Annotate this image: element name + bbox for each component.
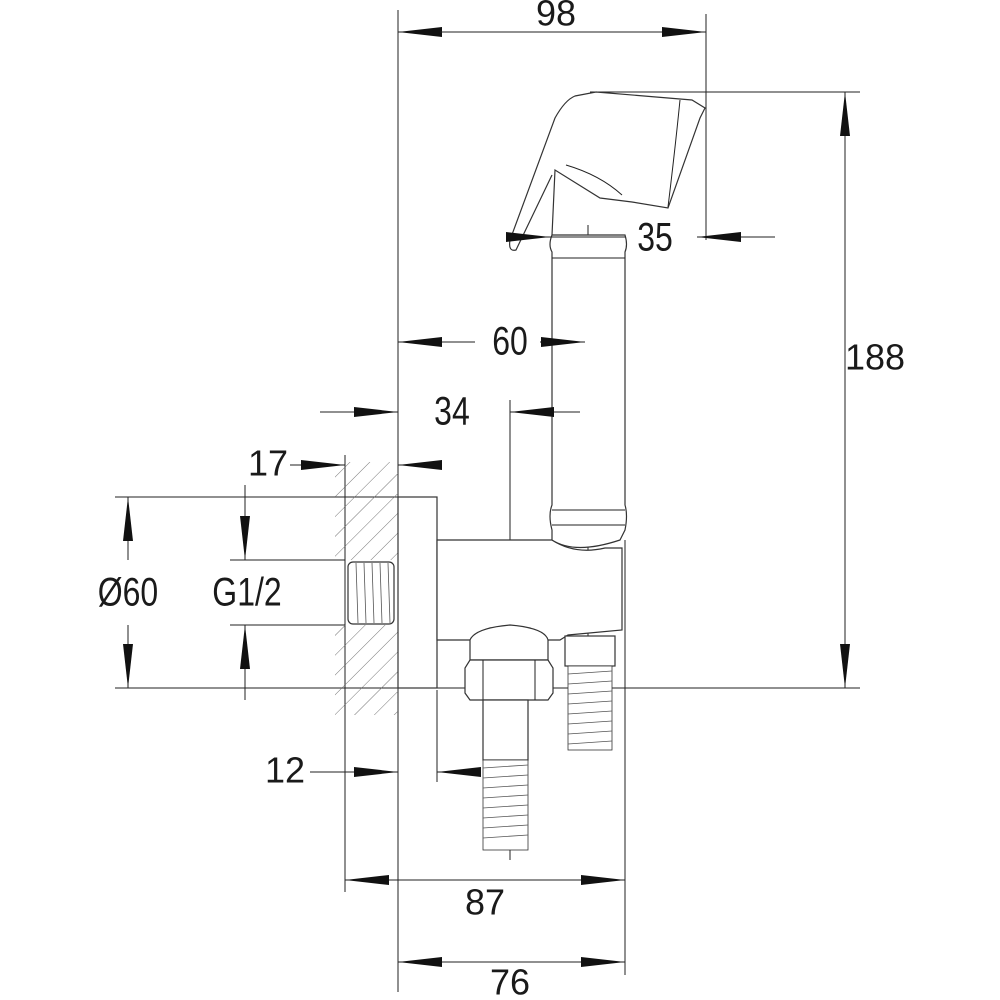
dim-87: 87 <box>465 882 505 923</box>
dim-76: 76 <box>490 962 530 1000</box>
dimension-labels: 98 188 35 60 34 17 Ø60 G1/2 12 87 76 <box>98 0 905 1000</box>
bidet-sprayer-outline <box>397 91 706 851</box>
dim-12: 12 <box>265 750 305 791</box>
dim-60: 60 <box>492 318 528 363</box>
dimension-lines <box>123 26 850 967</box>
dim-17: 17 <box>248 443 288 484</box>
wall-section <box>335 462 398 715</box>
dim-35: 35 <box>637 214 673 259</box>
dim-188: 188 <box>845 337 905 378</box>
dim-98: 98 <box>536 0 576 34</box>
dim-diameter-60: Ø60 <box>98 569 158 614</box>
dim-thread: G1/2 <box>212 569 281 614</box>
lower-hose-coils <box>482 759 529 851</box>
side-hose-coils <box>567 665 613 751</box>
dim-34: 34 <box>434 388 470 433</box>
